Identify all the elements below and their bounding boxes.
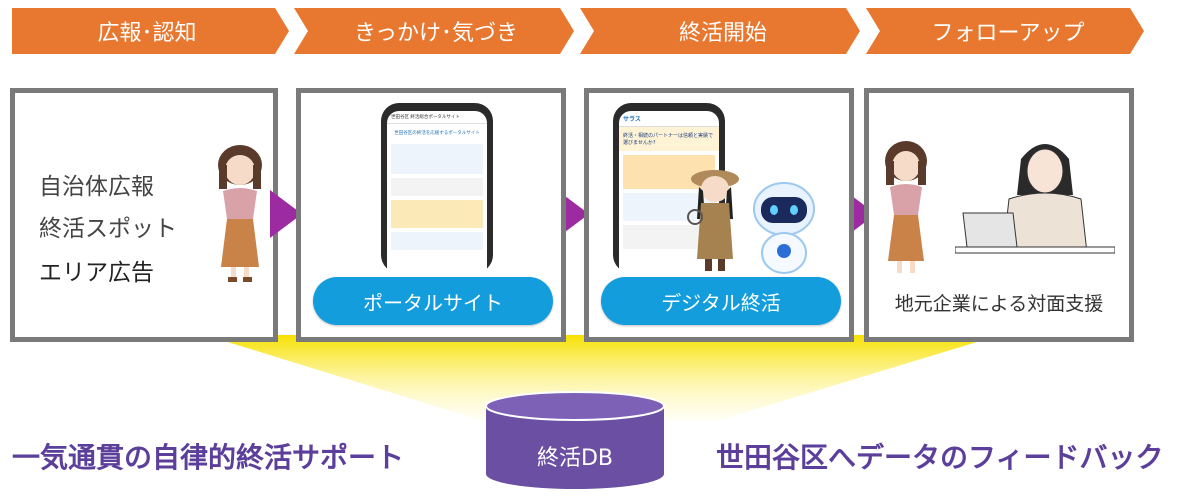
awareness-item: 終活スポット	[39, 216, 177, 242]
portal-site-button[interactable]: ポータルサイト	[313, 277, 553, 325]
app-heading: 終活・相続のパートナーは信頼と実績で選びませんか?	[619, 127, 719, 151]
phone-screen: 世田谷区 終活総合ポータルサイト 世田谷区の終活を応援するポータルサイト	[387, 111, 487, 273]
portal-panel: 世田谷区 終活総合ポータルサイト 世田谷区の終活を応援するポータルサイト ポータ…	[296, 88, 566, 342]
app-name: サラス	[619, 111, 719, 127]
stage-chevron-2	[294, 8, 574, 54]
robot-illustration	[753, 182, 815, 274]
stage-chevrons	[12, 8, 1144, 54]
detective-girl-illustration	[687, 170, 739, 271]
stage-label-follow-up: フォローアップ	[931, 21, 1085, 46]
portal-content-block	[391, 144, 483, 174]
portal-banner	[391, 200, 483, 228]
portal-site-title: 世田谷区 終活総合ポータルサイト	[387, 111, 487, 124]
stage-label-awareness: 広報･認知	[97, 21, 197, 46]
woman-illustration-1	[218, 145, 262, 282]
portal-content-block	[391, 178, 483, 196]
portal-heading: 世田谷区の終活を応援するポータルサイト	[394, 131, 480, 136]
awareness-item: 自治体広報	[39, 174, 154, 200]
stage-chevron-4	[866, 8, 1144, 54]
bottom-left-caption: 一気通貫の自律的終活サポート	[12, 441, 405, 474]
follow-up-panel: 地元企業による対面支援	[864, 88, 1134, 342]
bottom-right-caption: 世田谷区へデータのフィードバック	[716, 441, 1164, 474]
stage-chevron-3	[580, 8, 860, 54]
awareness-item: エリア広告	[39, 260, 154, 286]
phone-digital-mockup: サラス 終活・相続のパートナーは信頼と実績で選びませんか?	[613, 103, 725, 273]
advisor-illustration	[955, 144, 1115, 254]
digital-endoflife-button[interactable]: デジタル終活	[601, 277, 841, 325]
stage-label-trigger: きっかけ･気づき	[353, 21, 519, 46]
digital-panel: サラス 終活・相続のパートナーは信頼と実績で選びませんか? デジタル終活	[584, 88, 854, 342]
woman-illustration-2	[885, 141, 927, 273]
phone-portal-mockup: 世田谷区 終活総合ポータルサイト 世田谷区の終活を応援するポータルサイト	[381, 103, 493, 273]
arrow-right-icon	[270, 190, 302, 238]
database-icon	[485, 391, 665, 489]
database-label: 終活DB	[536, 446, 614, 471]
stage-label-start: 終活開始	[678, 21, 767, 46]
follow-up-caption: 地元企業による対面支援	[894, 293, 1104, 315]
portal-content-block	[391, 232, 483, 250]
awareness-panel: 自治体広報 終活スポット エリア広告	[10, 88, 278, 342]
stage-chevron-1	[12, 8, 289, 54]
